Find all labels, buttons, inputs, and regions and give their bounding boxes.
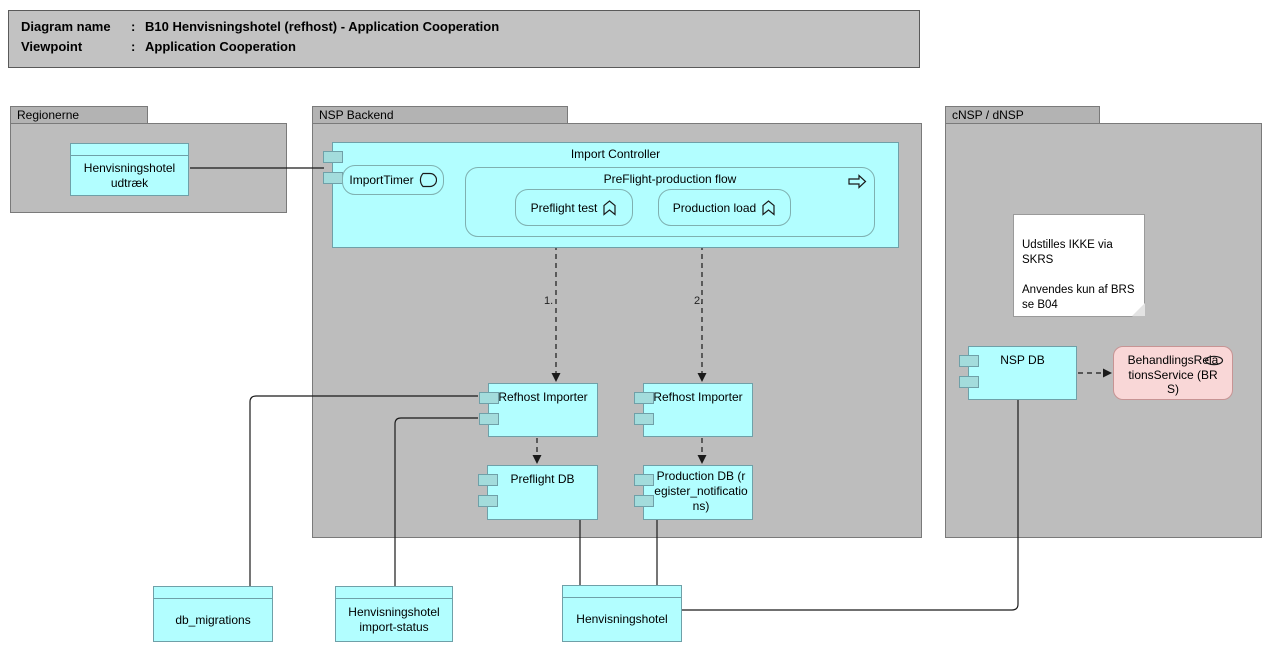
group-body-cnsp-dnsp[interactable] (945, 123, 1262, 538)
node-label: ImportTimer (349, 173, 414, 187)
component-tab-icon (479, 413, 499, 425)
connector-refhost-importer-1-to-import-status[interactable] (394, 417, 478, 586)
arrowhead-icon (551, 373, 561, 382)
component-tab-icon (478, 495, 498, 507)
node-nsp-db[interactable]: NSP DB (959, 346, 1077, 400)
data-object-band (154, 587, 272, 599)
title-label-2: Viewpoint (21, 39, 83, 54)
service-oval-icon (1204, 355, 1224, 366)
title-value-2: Application Cooperation (145, 39, 296, 54)
node-label: Henvisningshotel udtræk (83, 160, 176, 190)
node-preflight-test[interactable]: Preflight test (515, 189, 633, 226)
connector-refhost-importer-1-to-db-migrations[interactable] (249, 395, 478, 586)
node-label: Preflight DB (510, 472, 575, 486)
component-tab-icon (634, 495, 654, 507)
node-refhost-importer-2[interactable]: Refhost Importer (634, 383, 753, 437)
group-tab-regionerne[interactable]: Regionerne (10, 106, 148, 123)
component-tab-icon (634, 392, 654, 404)
title-value-1: B10 Henvisningshotel (refhost) - Applica… (145, 19, 500, 34)
component-tab-icon (959, 355, 979, 367)
node-label: Refhost Importer (498, 390, 588, 404)
node-label: Import Controller (570, 147, 661, 161)
note-text: Udstilles IKKE via SKRS Anvendes kun af … (1022, 238, 1135, 311)
arrowhead-icon (697, 455, 707, 464)
node-label: Refhost Importer (653, 390, 743, 404)
component-tab-icon (478, 474, 498, 486)
node-label: PreFlight-production flow (603, 172, 737, 186)
node-label: NSP DB (1000, 353, 1045, 367)
node-label: db_migrations (175, 612, 251, 627)
component-tab-icon (323, 151, 343, 163)
arrowhead-icon (1103, 368, 1112, 378)
node-production-db[interactable]: Production DB (register_notifications) (634, 465, 753, 520)
group-tab-cnsp-dnsp[interactable]: cNSP / dNSP (945, 106, 1100, 123)
note-udstilles-ikke[interactable]: Udstilles IKKE via SKRS Anvendes kun af … (1013, 214, 1145, 317)
arrowhead-icon (532, 455, 542, 464)
function-icon (762, 199, 775, 216)
node-label: BehandlingsRelationsService (BRS) (1127, 353, 1219, 397)
diagram-title-block: Diagram name : B10 Henvisningshotel (ref… (8, 10, 920, 68)
note-fold-icon (1132, 303, 1145, 316)
node-henvisningshotel-import-status[interactable]: Henvisningshotel import-status (335, 586, 453, 642)
component-tab-icon (479, 392, 499, 404)
node-preflight-db[interactable]: Preflight DB (478, 465, 598, 520)
component-tab-icon (634, 474, 654, 486)
data-object-band (336, 587, 452, 599)
note-fold-icon (1132, 304, 1145, 317)
node-import-timer[interactable]: ImportTimer (342, 165, 444, 195)
node-label: Preflight test (530, 200, 598, 215)
node-db-migrations[interactable]: db_migrations (153, 586, 273, 642)
edge-label-2: 2. (694, 295, 704, 307)
component-tab-icon (323, 172, 343, 184)
node-behandlingsrelationsservice-brs[interactable]: BehandlingsRelationsService (BRS) (1113, 346, 1233, 400)
node-label: Henvisningshotel (576, 612, 668, 626)
arrowhead-icon (697, 373, 707, 382)
group-tab-nsp-backend[interactable]: NSP Backend (312, 106, 568, 123)
node-label: Henvisningshotel import-status (348, 605, 440, 634)
node-refhost-importer-1[interactable]: Refhost Importer (479, 383, 598, 437)
node-henvisningshotel[interactable]: Henvisningshotel (562, 585, 682, 642)
title-label-1: Diagram name (21, 19, 111, 34)
edge-label-1: 1. (544, 295, 554, 307)
data-object-band (71, 144, 188, 156)
title-colon-2: : (131, 39, 136, 54)
node-production-load[interactable]: Production load (658, 189, 791, 226)
function-icon (603, 199, 616, 216)
node-henvisningshotel-udtraek[interactable]: Henvisningshotel udtræk (70, 143, 189, 196)
connector-henvisningshotel-to-nsp-db[interactable] (682, 400, 1019, 611)
node-label: Production DB (register_notifications) (654, 469, 748, 513)
event-icon (419, 172, 437, 188)
component-tab-icon (634, 413, 654, 425)
process-arrow-icon (848, 174, 867, 189)
node-label: Production load (672, 200, 757, 215)
component-tab-icon (959, 376, 979, 388)
data-object-band (563, 586, 681, 598)
title-colon-1: : (131, 19, 136, 34)
